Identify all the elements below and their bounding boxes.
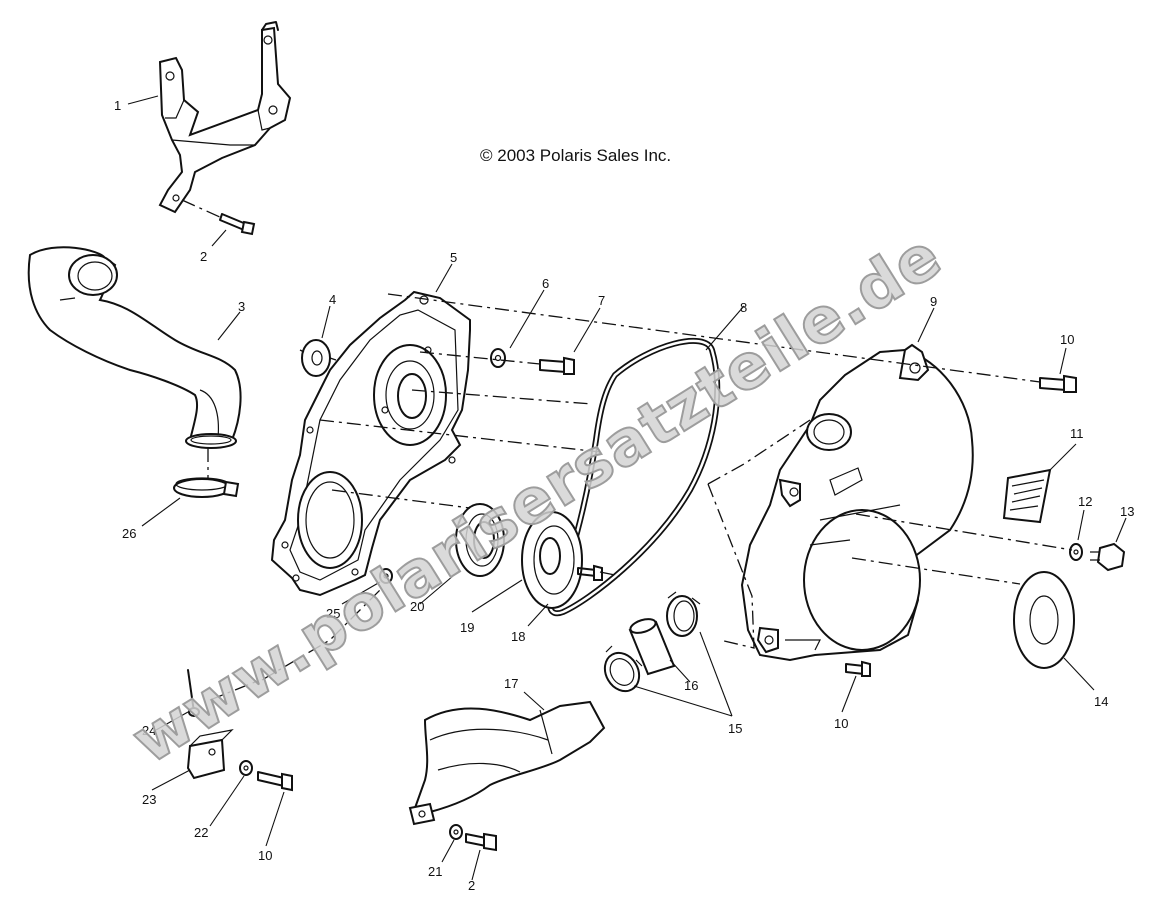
callout-13: 13 [1120,504,1134,519]
washer-small [379,568,393,584]
bolt [465,832,497,852]
mount-tab [186,729,234,780]
callout-5: 5 [450,250,457,265]
washer [301,339,331,377]
callout-21: 21 [428,864,442,879]
washer-small [449,824,463,840]
callout-4: 4 [329,292,336,307]
callout-8: 8 [740,300,747,315]
bolt [539,356,575,375]
inner-cover [270,290,471,597]
gasket [1013,571,1075,669]
callout-18: 18 [511,629,525,644]
washer-small [239,760,253,776]
callout-6: 6 [542,276,549,291]
cap-nut [1090,542,1126,572]
coupler-sleeve [628,618,676,676]
callout-22: 22 [194,825,208,840]
screw [577,564,603,581]
intake-duct [27,246,242,449]
callout-10c: 10 [258,848,272,863]
drive-belt [547,337,721,617]
tie-pin [187,669,200,717]
hose-clamp [173,477,240,498]
hose-clamp [666,591,701,637]
bolt [257,771,293,792]
callout-14: 14 [1094,694,1108,709]
callout-1: 1 [114,98,121,113]
callout-2: 2 [200,249,207,264]
bolt [1039,374,1077,393]
bolt [845,660,871,677]
callout-10: 10 [1060,332,1074,347]
bolt [181,199,256,236]
washer-small [1069,543,1083,561]
decal [1002,468,1052,524]
callout-20: 20 [410,599,424,614]
copyright-text: © 2003 Polaris Sales Inc. [480,146,671,165]
callout-11: 11 [1070,426,1084,441]
callout-23: 23 [142,792,156,807]
callout-15: 15 [728,721,742,736]
callout-26: 26 [122,526,136,541]
callout-19: 19 [460,620,474,635]
mounting-bracket [158,21,292,214]
callout-2b: 2 [468,878,475,893]
callout-9: 9 [930,294,937,309]
callout-24: 24 [142,723,156,738]
bearing-plate [521,511,583,609]
oil-seal [455,503,505,577]
callout-17: 17 [504,676,518,691]
callout-25: 25 [326,606,340,621]
outer-cover [740,343,974,662]
callout-3: 3 [238,299,245,314]
callout-12: 12 [1078,494,1092,509]
callout-10b: 10 [834,716,848,731]
callout-16: 16 [684,678,698,693]
callout-labels: 1 2 3 4 5 6 7 8 9 10 11 12 13 14 15 16 1… [114,98,1134,893]
callout-7: 7 [598,293,605,308]
outlet-duct [408,700,606,826]
hose-clamp [603,645,643,693]
washer-small [490,348,506,368]
assembly-centerlines [209,293,1073,701]
